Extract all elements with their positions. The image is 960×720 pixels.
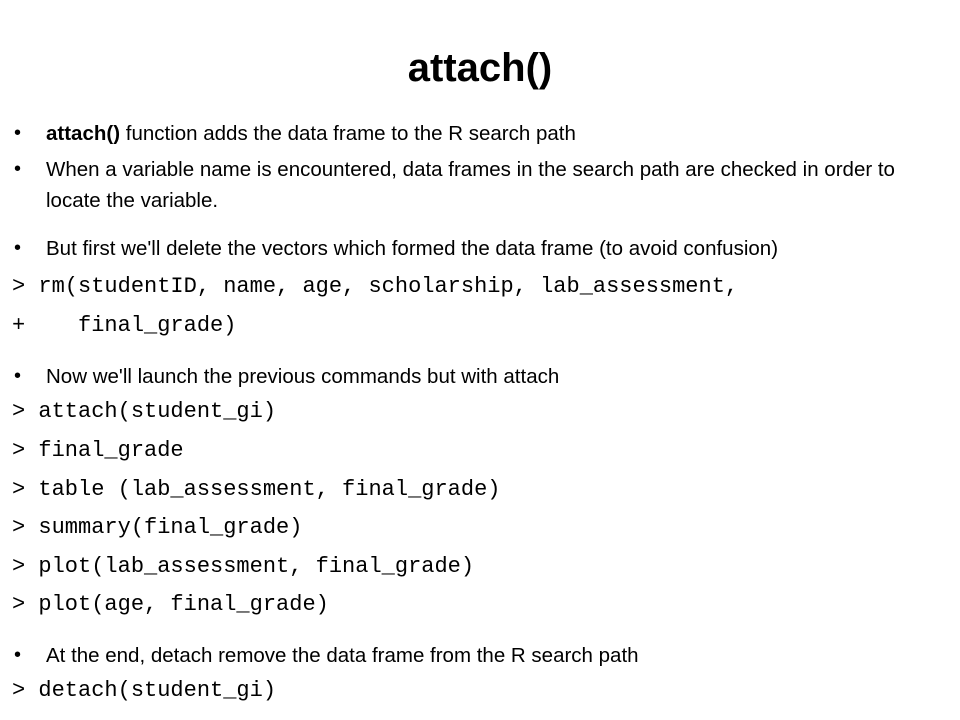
code-line-rm-continued: + final_grade)	[12, 313, 237, 338]
code-line-table: > table (lab_assessment, final_grade)	[12, 477, 501, 502]
bullet-launch-with-attach: • Now we'll launch the previous commands …	[14, 361, 944, 392]
bullet-marker: •	[14, 122, 22, 144]
bullet-marker: •	[14, 365, 22, 387]
code-line-detach: > detach(student_gi)	[12, 678, 277, 703]
bullet-text: But first we'll delete the vectors which…	[46, 237, 779, 260]
code-line-attach: > attach(student_gi)	[12, 399, 277, 424]
code-line-final-grade: > final_grade	[12, 438, 184, 463]
code-line-summary: > summary(final_grade)	[12, 515, 303, 540]
bullet-marker: •	[14, 158, 22, 180]
bullet-marker: •	[14, 644, 22, 666]
bullet-marker: •	[14, 237, 22, 259]
bullet-text: When a variable name is encountered, dat…	[46, 158, 895, 212]
bullet-search-path: • When a variable name is encountered, da…	[14, 154, 944, 216]
bullet-text: Now we'll launch the previous commands b…	[46, 365, 560, 388]
code-line-plot-age: > plot(age, final_grade)	[12, 592, 329, 617]
code-line-plot-lab: > plot(lab_assessment, final_grade)	[12, 554, 475, 579]
bullet-delete-vectors: • But first we'll delete the vectors whic…	[14, 233, 944, 264]
bullet-text: At the end, detach remove the data frame…	[46, 644, 639, 667]
slide-title: attach()	[407, 46, 553, 90]
bullet-bold-keyword: attach()	[46, 122, 121, 145]
bullet-text: function adds the data frame to the R se…	[120, 122, 576, 145]
bullet-attach-definition: • attach() function adds the data frame t…	[14, 118, 944, 149]
bullet-detach: • At the end, detach remove the data fram…	[14, 640, 944, 671]
code-line-rm: > rm(studentID, name, age, scholarship, …	[12, 274, 739, 299]
